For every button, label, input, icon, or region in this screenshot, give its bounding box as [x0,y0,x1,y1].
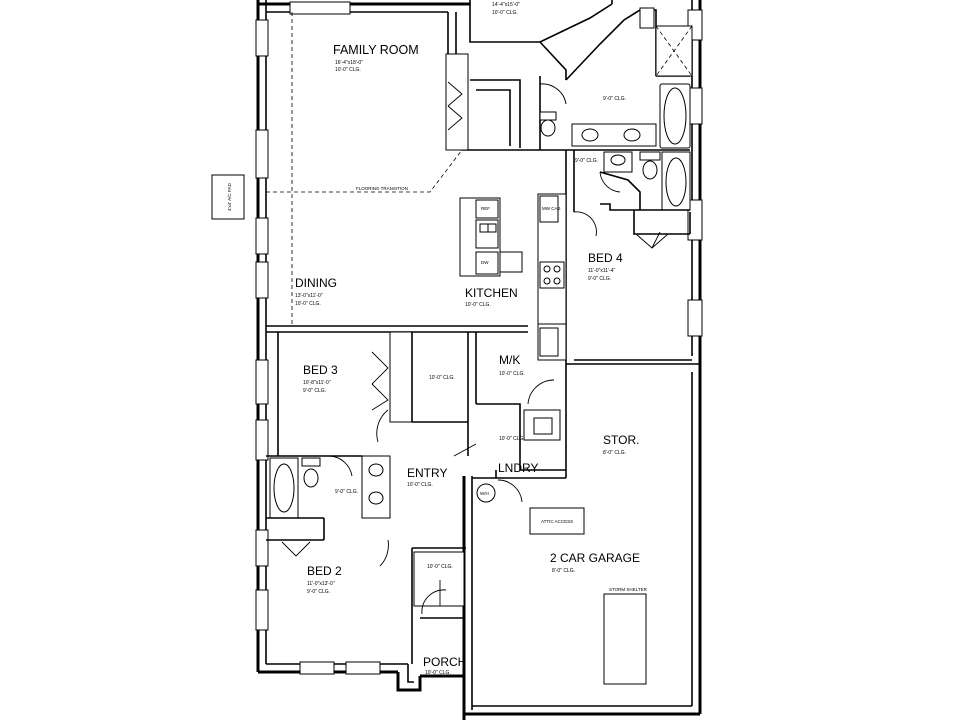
ref-label: REF [481,206,490,211]
foyer-closet-clg: 10'-0" CLG. [427,564,453,570]
attic-access-label: ATTIC ACCESS [541,519,573,524]
bed2-size: 11'-0"x13'-0" [307,581,335,587]
family-room-clg: 10'-0" CLG. [335,67,361,73]
bed2-clg: 9'-0" CLG. [307,589,330,595]
dining-clg: 10'-0" CLG. [295,301,321,307]
mk-name: M/K [499,353,520,367]
ac-pad-label: 4'x4' A/C PAD [227,182,232,210]
mk-clg: 10'-0" CLG. [499,371,525,377]
master-clg: 10'-0" CLG. [492,10,518,16]
bed2-name: BED 2 [307,564,342,578]
laundry-clg: 10'-0" CLG. [499,436,525,442]
dining-name: DINING [295,276,337,290]
laundry-name: LNDRY [498,461,538,475]
ac-pad: 4'x4' A/C PAD [211,174,245,220]
master-bath-clg: 9'-0" CLG. [603,96,626,102]
bed3-name: BED 3 [303,363,338,377]
bed3-size: 10'-8"x11'-0" [303,380,331,386]
garage-clg: 8'-0" CLG. [552,568,575,574]
bed4-clg: 9'-0" CLG. [588,276,611,282]
master-size: 14'-4"x15'-0" [492,2,520,8]
stor-clg: 8'-0" CLG. [603,450,626,456]
wh-label: W/H [480,491,489,496]
windows [255,1,703,675]
flooring-transition-label: FLOORING TRANSITION [356,186,408,191]
bed4-size: 11'-0"x11'-4" [588,268,615,274]
hall-clg: 10'-0" CLG. [429,375,455,381]
interior-walls [266,0,700,664]
storm-shelter-label: STORM SHELTER [609,587,648,592]
dw-label: DW [481,260,489,265]
entry-clg: 10'-0" CLG. [407,482,433,488]
room-labels: FAMILY ROOM 16'-4"x18'-0" 10'-0" CLG. 14… [295,2,648,676]
bed4-name: BED 4 [588,251,623,265]
kitchen-name: KITCHEN [465,286,518,300]
kitchen-clg: 10'-0" CLG. [465,302,491,308]
bed3-clg: 9'-0" CLG. [303,388,326,394]
family-room-name: FAMILY ROOM [333,43,419,57]
porch-name: PORCH [423,655,466,669]
mw-cab-label: MW CAB [542,206,561,211]
entry-name: ENTRY [407,466,447,480]
garage-name: 2 CAR GARAGE [550,551,640,565]
bath2-clg: 9'-0" CLG. [335,489,358,495]
porch-clg: 10'-0" CLG. [425,670,451,676]
garage-features [529,507,647,685]
bath-upper-clg: 9'-0" CLG. [575,158,598,164]
family-room-size: 16'-4"x18'-0" [335,60,363,66]
dining-size: 13'-0"x11'-0" [295,293,323,299]
stor-name: STOR. [603,433,639,447]
